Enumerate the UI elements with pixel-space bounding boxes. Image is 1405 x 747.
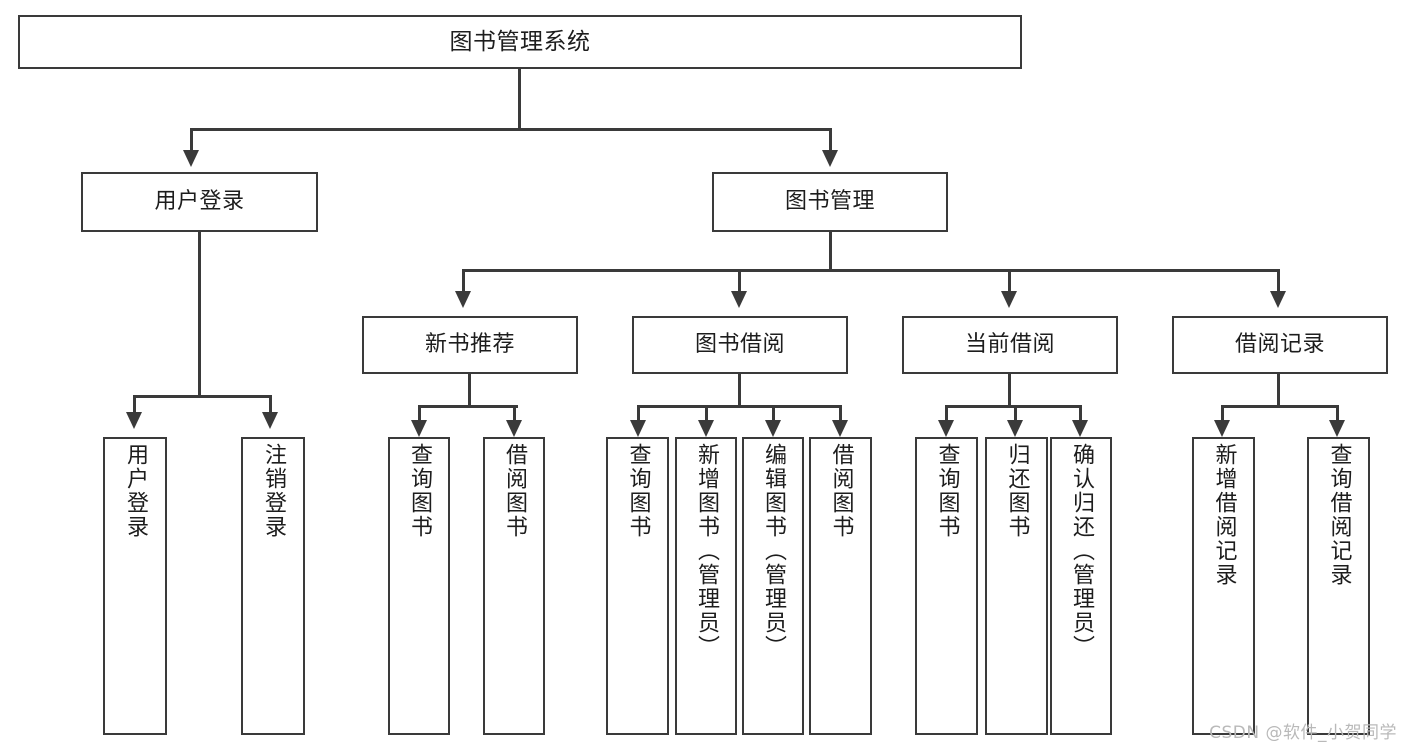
arrow-leaf-add-book (698, 420, 714, 437)
edge-new-book-stem (468, 374, 471, 407)
arrow-leaf-query-book-3 (938, 420, 954, 437)
edge-book-manage-drop-1 (462, 269, 465, 293)
edge-root-to-user-login (190, 128, 193, 153)
edge-book-borrow-drop-4 (839, 405, 842, 423)
edge-book-manage-drop-3 (1008, 269, 1011, 293)
node-label: 新书推荐 (424, 332, 515, 358)
node-label: 新增图书（管理员） (693, 443, 719, 659)
node-book-manage[interactable]: 图书管理 (712, 172, 948, 232)
arrow-to-borrow-record (1270, 291, 1286, 308)
edge-book-manage-bus (462, 269, 1280, 272)
node-label: 借阅图书 (501, 443, 527, 539)
node-leaf-query-book-3[interactable]: 查询图书 (915, 437, 978, 735)
node-label: 确认归还（管理员） (1068, 443, 1094, 659)
node-label: 用户登录 (122, 443, 148, 539)
arrow-to-book-borrow (731, 291, 747, 308)
node-label: 归还图书 (1004, 443, 1030, 539)
edge-root-bus (190, 128, 832, 131)
edge-current-borrow-drop-1 (945, 405, 948, 423)
arrow-to-user-login (183, 150, 199, 167)
node-leaf-query-record[interactable]: 查询借阅记录 (1307, 437, 1370, 735)
arrow-leaf-user-login (126, 412, 142, 429)
node-borrow-record[interactable]: 借阅记录 (1172, 316, 1388, 374)
edge-user-login-bus (133, 395, 271, 398)
node-label: 查询图书 (625, 443, 651, 539)
edge-book-manage-drop-4 (1277, 269, 1280, 293)
edge-new-book-drop-2 (513, 405, 516, 423)
edge-borrow-record-bus (1221, 405, 1339, 408)
arrow-leaf-add-record (1214, 420, 1230, 437)
node-leaf-query-book-2[interactable]: 查询图书 (606, 437, 669, 735)
edge-borrow-record-drop-1 (1221, 405, 1224, 423)
node-label: 查询借阅记录 (1326, 443, 1352, 587)
node-new-book-recommend[interactable]: 新书推荐 (362, 316, 578, 374)
edge-current-borrow-drop-2 (1014, 405, 1017, 423)
edge-book-borrow-drop-2 (705, 405, 708, 423)
node-label: 图书管理系统 (449, 28, 591, 55)
node-leaf-query-book-1[interactable]: 查询图书 (388, 437, 450, 735)
edge-user-login-drop-1 (133, 395, 136, 415)
node-label: 图书管理 (784, 189, 875, 215)
edge-book-borrow-stem (738, 374, 741, 407)
node-label: 查询图书 (934, 443, 960, 539)
node-leaf-user-login[interactable]: 用户登录 (103, 437, 167, 735)
edge-borrow-record-stem (1277, 374, 1280, 407)
node-leaf-add-book[interactable]: 新增图书（管理员） (675, 437, 737, 735)
edge-user-login-stem (198, 232, 201, 397)
arrow-to-book-manage (822, 150, 838, 167)
node-leaf-return-book[interactable]: 归还图书 (985, 437, 1048, 735)
node-leaf-confirm-return[interactable]: 确认归还（管理员） (1050, 437, 1112, 735)
arrow-leaf-confirm-return (1072, 420, 1088, 437)
arrow-leaf-borrow-book-1 (506, 420, 522, 437)
node-label: 借阅记录 (1234, 332, 1325, 358)
edge-current-borrow-drop-3 (1079, 405, 1082, 423)
arrow-to-new-book-recommend (455, 291, 471, 308)
edge-book-borrow-drop-1 (637, 405, 640, 423)
arrow-leaf-borrow-book-2 (832, 420, 848, 437)
node-leaf-borrow-book-1[interactable]: 借阅图书 (483, 437, 545, 735)
arrow-to-current-borrow (1001, 291, 1017, 308)
edge-current-borrow-bus (945, 405, 1080, 408)
edge-root-to-book-manage (829, 128, 832, 153)
node-book-borrow[interactable]: 图书借阅 (632, 316, 848, 374)
node-label: 借阅图书 (828, 443, 854, 539)
node-root-system[interactable]: 图书管理系统 (18, 15, 1022, 69)
arrow-leaf-query-book-2 (630, 420, 646, 437)
csdn-watermark: CSDN @软件_小贺同学 (1209, 723, 1397, 743)
edge-new-book-drop-1 (418, 405, 421, 423)
edge-current-borrow-stem (1008, 374, 1011, 407)
node-current-borrow[interactable]: 当前借阅 (902, 316, 1118, 374)
edge-borrow-record-drop-2 (1336, 405, 1339, 423)
node-label: 注销登录 (260, 443, 286, 539)
arrow-leaf-query-book-1 (411, 420, 427, 437)
arrow-leaf-logout-login (262, 412, 278, 429)
edge-book-borrow-drop-3 (772, 405, 775, 423)
arrow-leaf-return-book (1007, 420, 1023, 437)
edge-book-manage-drop-2 (738, 269, 741, 293)
edge-book-borrow-bus (637, 405, 842, 408)
edge-book-manage-stem (829, 232, 832, 271)
node-leaf-add-record[interactable]: 新增借阅记录 (1192, 437, 1255, 735)
node-leaf-logout-login[interactable]: 注销登录 (241, 437, 305, 735)
node-label: 编辑图书（管理员） (760, 443, 786, 659)
node-label: 用户登录 (154, 189, 245, 215)
arrow-leaf-edit-book (765, 420, 781, 437)
node-label: 图书借阅 (694, 332, 785, 358)
node-label: 查询图书 (406, 443, 432, 539)
edge-user-login-drop-2 (269, 395, 272, 415)
edge-root-stem (518, 69, 521, 128)
node-user-login[interactable]: 用户登录 (81, 172, 318, 232)
node-leaf-borrow-book-2[interactable]: 借阅图书 (809, 437, 872, 735)
node-label: 新增借阅记录 (1211, 443, 1237, 587)
arrow-leaf-query-record (1329, 420, 1345, 437)
node-leaf-edit-book[interactable]: 编辑图书（管理员） (742, 437, 804, 735)
node-label: 当前借阅 (964, 332, 1055, 358)
edge-new-book-bus (418, 405, 518, 408)
